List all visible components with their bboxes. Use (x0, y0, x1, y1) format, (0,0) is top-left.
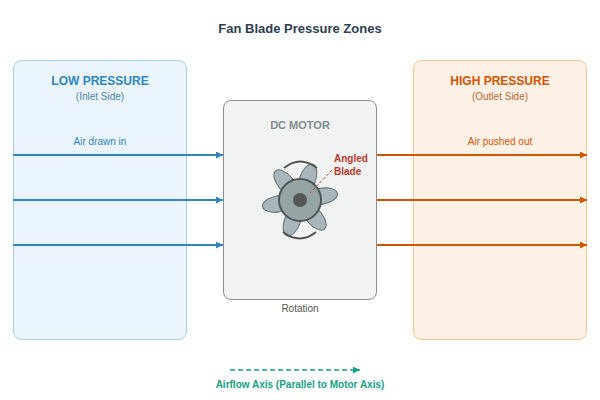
airflow-arrow (13, 199, 223, 201)
airflow-arrow (377, 244, 587, 246)
axis-label: Airflow Axis (Parallel to Motor Axis) (150, 378, 450, 391)
zone-heading: LOW PRESSURE (14, 74, 186, 88)
airflow-arrow (13, 244, 223, 246)
airflow-arrow (377, 154, 587, 156)
fan-illustration (261, 162, 339, 239)
leader-line (310, 170, 332, 193)
callout-label: Angled Blade (334, 152, 372, 178)
fan-blades (261, 162, 339, 239)
flow-label: Air pushed out (466, 136, 535, 147)
rotation-arc (284, 162, 317, 169)
rotation-arc (283, 232, 316, 239)
airflow-arrow (377, 199, 587, 201)
zone-heading: DC MOTOR (224, 119, 376, 131)
zone-subheading: (Outlet Side) (414, 91, 586, 102)
zone-subheading: (Inlet Side) (14, 91, 186, 102)
airflow-axis-arrow (230, 369, 360, 371)
connector-layer (13, 155, 587, 245)
flow-label: Air drawn in (72, 136, 129, 147)
rotation-label: Rotation (250, 302, 350, 315)
airflow-arrow (13, 154, 223, 156)
diagram-title: Fan Blade Pressure Zones (0, 21, 600, 36)
motor-shaft (293, 193, 307, 207)
zone-heading: HIGH PRESSURE (414, 74, 586, 88)
fan-hub (279, 179, 321, 221)
